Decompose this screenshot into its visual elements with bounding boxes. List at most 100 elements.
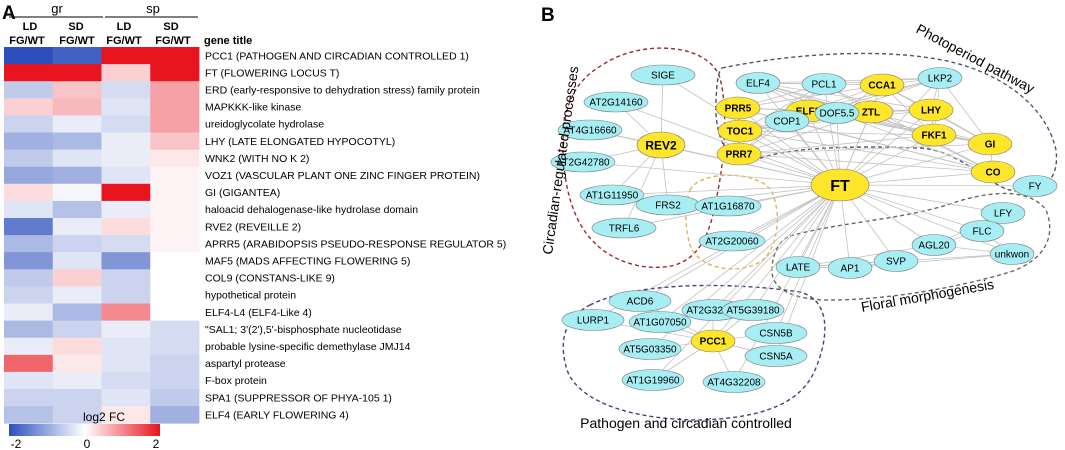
node-label: LKP2 (928, 74, 953, 85)
node-at1g07050: AT1G07050 (628, 311, 692, 333)
node-shape (694, 195, 762, 217)
node-pcc1: PCC1 (690, 329, 736, 353)
heatmap-cell (150, 47, 200, 65)
heatmap-cell (101, 371, 151, 390)
network-edge (738, 134, 935, 155)
node-trfl6: TRFL6 (591, 217, 657, 239)
node-unkwon: unkwon (989, 243, 1035, 265)
heatmap-cell (4, 406, 54, 424)
heatmap-cell (150, 406, 200, 424)
network-edge (786, 120, 994, 173)
panel-a: A gr sp LD FG/WT SD FG/WT LD FG/WT SD FG… (2, 1, 506, 450)
network-edge (582, 161, 841, 186)
network-edge (652, 184, 841, 381)
node-shape (579, 184, 645, 206)
heatmap-cell (4, 354, 54, 373)
node-shape (630, 64, 696, 86)
network-edge (839, 184, 1013, 255)
node-shape (621, 369, 685, 391)
heatmap-row-label: MAPKKK-like kinase (205, 102, 301, 114)
heatmap-cell (150, 166, 200, 185)
node-label: PRR5 (725, 104, 752, 115)
node-label: AT1G11950 (586, 191, 639, 202)
node-label: COP1 (773, 117, 801, 128)
node-shape (618, 338, 682, 360)
node-label: FY (1029, 182, 1042, 193)
node-shape (873, 250, 919, 272)
node-fy: FY (1012, 175, 1058, 197)
node-prr7: PRR7 (716, 142, 762, 166)
node-gi: GI (967, 132, 1013, 156)
heatmap-row-label: aspartyl protease (205, 358, 286, 370)
node-label: TRFL6 (609, 224, 640, 235)
node-shape (970, 160, 1016, 184)
node-shape (959, 220, 1005, 242)
node-label: FKF1 (922, 131, 947, 142)
heatmap-cell (4, 218, 54, 236)
node-label: LATE (786, 263, 811, 274)
heatmap-row-labels: PCC1 (PATHOGEN AND CIRCADIAN CONTROLLED … (205, 50, 506, 421)
heatmap-row-label: COL9 (CONSTANS-LIKE 9) (205, 273, 335, 285)
heatmap-cell (52, 200, 102, 219)
node-shape (715, 96, 761, 120)
network-edge (797, 244, 935, 268)
heatmap-cell (52, 115, 102, 133)
node-label: AT2G32160 (686, 306, 740, 317)
heatmap-row-label: ERD (early-responsive to dehydration str… (205, 85, 480, 97)
heatmap-cell (150, 337, 200, 356)
node-late: LATE (775, 256, 821, 278)
heatmap-cell (4, 64, 54, 82)
node-toc1: TOC1 (717, 119, 763, 143)
network-edge (939, 77, 991, 145)
node-shape (911, 123, 957, 147)
heatmap-cell (101, 303, 151, 321)
node-shape (967, 132, 1013, 156)
node-label: PCL1 (811, 80, 836, 91)
node-label: AT5G03350 (623, 345, 677, 356)
node-elf4: ELF4 (735, 72, 781, 94)
node-shape (775, 256, 821, 278)
node-label: AT2G42780 (556, 158, 610, 169)
heatmap-cell (150, 252, 200, 270)
heatmap-row-label: haloacid dehalogenase-like hydrolase dom… (205, 204, 418, 216)
heatmap-cell (150, 286, 200, 304)
network-edge (611, 184, 841, 196)
network-edge (738, 153, 994, 173)
node-at4g32208: AT4G32208 (702, 371, 766, 393)
heatmap-cell (101, 235, 151, 253)
node-flc: FLC (959, 220, 1005, 242)
heatmap-cell (150, 389, 200, 407)
node-sige: SIGE (630, 64, 696, 86)
node-shape (608, 290, 672, 312)
node-frs2: FRS2 (635, 194, 701, 216)
heatmap-cell (101, 132, 151, 150)
node-shape (716, 142, 762, 166)
node-shape (744, 322, 808, 344)
network-edge (757, 77, 941, 84)
node-label: GI (985, 140, 996, 151)
node-shape (989, 243, 1035, 265)
node-shape (735, 72, 781, 94)
heatmap-row-label: SPA1 (SUPPRESSOR OF PHYA-105 1) (205, 392, 392, 404)
node-label: AP1 (841, 264, 860, 275)
node-shape (591, 217, 657, 239)
node-label: LURP1 (577, 316, 610, 327)
node-shape (721, 299, 785, 321)
heatmap-row-label: VOZ1 (VASCULAR PLANT ONE ZINC FINGER PRO… (205, 170, 480, 182)
network-nodes: FTSIGEAT2G14160AT4G16660AT2G42780AT1G119… (550, 64, 1058, 393)
network-edge (739, 130, 994, 173)
heatmap-cell (150, 354, 200, 373)
node-shape (557, 119, 623, 141)
network-edge (659, 184, 841, 323)
node-shape (980, 202, 1026, 224)
heatmap-cell (150, 132, 200, 150)
heatmap-cell (150, 303, 200, 321)
node-ap1: AP1 (827, 257, 873, 279)
node-shape (827, 257, 873, 279)
heatmap-cell (4, 320, 54, 339)
heatmap-cell (52, 303, 102, 321)
node-shape (690, 329, 736, 353)
heatmap-cell (4, 98, 54, 116)
heatmap-cell (101, 252, 151, 270)
